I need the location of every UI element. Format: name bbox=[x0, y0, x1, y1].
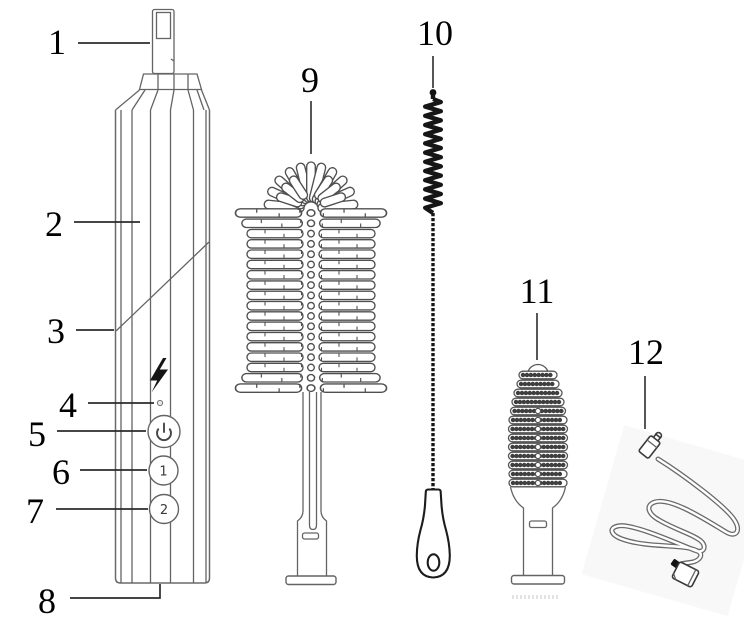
charging-cable bbox=[581, 425, 744, 617]
callouts: 1 2 3 4 5 6 7 8 bbox=[26, 13, 664, 621]
large-bottle-brush bbox=[234, 161, 388, 586]
coil-bristles bbox=[423, 96, 443, 215]
callout-10: 10 bbox=[417, 13, 453, 88]
callout-number: 4 bbox=[59, 385, 77, 425]
callout-number: 7 bbox=[26, 491, 44, 531]
drive-shaft-connector bbox=[151, 8, 175, 75]
callout-number: 12 bbox=[628, 332, 664, 372]
callout-number: 10 bbox=[417, 13, 453, 53]
callout-number: 3 bbox=[47, 311, 65, 351]
brush-socket bbox=[509, 486, 567, 599]
callout-number: 5 bbox=[28, 414, 46, 454]
leader-line bbox=[70, 584, 161, 599]
speed-1-label: 1 bbox=[159, 465, 167, 480]
brush-bristle-rows bbox=[234, 208, 388, 394]
speed-2-label: 2 bbox=[160, 503, 168, 518]
electric-handle-unit: 1 2 bbox=[114, 8, 211, 584]
speed-1-button: 1 bbox=[148, 455, 179, 486]
callout-8: 8 bbox=[38, 581, 161, 621]
callout-11: 11 bbox=[520, 271, 555, 360]
callout-12: 12 bbox=[628, 332, 664, 429]
callout-number: 6 bbox=[52, 452, 70, 492]
callout-4: 4 bbox=[59, 385, 154, 425]
callout-9: 9 bbox=[301, 60, 319, 154]
usb-plug bbox=[671, 561, 700, 588]
cable-cord bbox=[609, 456, 741, 568]
bead-bristle-rows bbox=[507, 370, 569, 488]
callout-number: 11 bbox=[520, 271, 555, 311]
callout-number: 8 bbox=[38, 581, 56, 621]
body-shell bbox=[114, 110, 211, 584]
brush-base-flange bbox=[510, 574, 566, 585]
shoulder bbox=[115, 89, 211, 111]
small-nipple-brush bbox=[507, 363, 569, 599]
collar-ring bbox=[138, 73, 203, 91]
brush-base-flange bbox=[285, 575, 337, 586]
spiral-straw-brush bbox=[415, 89, 451, 579]
callout-3: 3 bbox=[47, 311, 114, 351]
led-indicator-icon bbox=[156, 399, 164, 407]
scan-shading bbox=[581, 425, 744, 617]
callout-2: 2 bbox=[45, 204, 140, 244]
callout-6: 6 bbox=[52, 452, 147, 492]
brush-stem bbox=[285, 392, 337, 586]
teardrop-handle bbox=[415, 488, 451, 579]
callout-number: 9 bbox=[301, 60, 319, 100]
power-icon bbox=[156, 422, 172, 442]
callout-1: 1 bbox=[48, 22, 150, 62]
hang-hole bbox=[426, 553, 441, 572]
speed-2-button: 2 bbox=[148, 493, 180, 525]
callout-number: 1 bbox=[48, 22, 66, 62]
dc-plug-connector bbox=[638, 431, 663, 459]
power-button bbox=[147, 414, 181, 449]
callout-5: 5 bbox=[28, 414, 146, 454]
brush-fan-bristles bbox=[263, 161, 359, 214]
callout-number: 2 bbox=[45, 204, 63, 244]
body-flutes bbox=[120, 110, 207, 583]
seam-diagonal bbox=[115, 241, 210, 332]
callout-7: 7 bbox=[26, 491, 148, 531]
lightning-bolt-icon bbox=[150, 358, 168, 393]
